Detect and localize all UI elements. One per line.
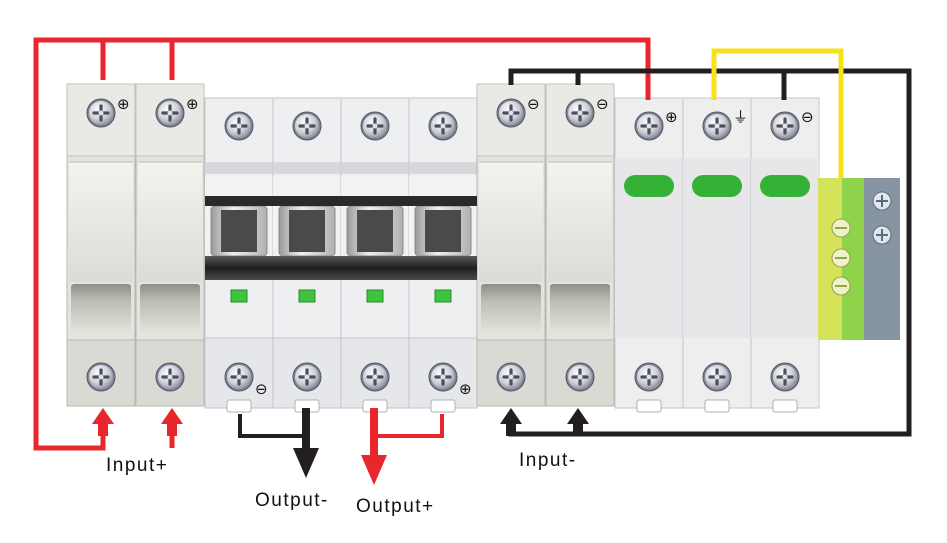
spd-status-indicator <box>624 175 674 197</box>
ground-wire <box>711 48 844 178</box>
wires <box>33 37 912 451</box>
module-breaker-1 <box>204 97 274 413</box>
output-minus-arrow <box>293 408 319 478</box>
top-terminal-screw-icon <box>565 98 595 128</box>
module-spd-neg <box>750 97 820 413</box>
module-spd-ground <box>682 97 752 413</box>
fuse-handle <box>550 284 610 332</box>
ground-terminal-block <box>818 178 900 340</box>
module-fuse-neg-1 <box>476 83 546 407</box>
din-clip <box>430 399 456 413</box>
input-minus-arrow-2 <box>567 408 589 436</box>
din-clip <box>226 399 252 413</box>
device-rail <box>66 83 900 413</box>
terminal-block-screw-icon <box>831 248 851 268</box>
module-breaker-4 <box>408 97 478 413</box>
bottom-terminal-screw-icon <box>496 362 526 392</box>
input-minus-label: Input- <box>519 450 577 471</box>
top-terminal-screw-icon <box>292 111 322 141</box>
terminal-block-screw-icon <box>831 276 851 296</box>
arrows <box>92 408 589 485</box>
breaker-top-bar <box>205 196 477 206</box>
top-terminal-screw-icon <box>428 111 458 141</box>
input-plus-arrow-1 <box>92 408 114 436</box>
status-window <box>366 289 384 303</box>
module-breaker-3 <box>340 97 410 413</box>
top-terminal-screw-icon <box>86 98 116 128</box>
terminal-mark-ground-icon: ⏚ <box>733 108 748 126</box>
bottom-terminal-screw-icon <box>565 362 595 392</box>
status-window <box>298 289 316 303</box>
terminal-mark-negative-icon: ⊖ <box>527 95 540 113</box>
terminal-block-screw-icon <box>872 225 892 245</box>
bottom-terminal-screw-icon <box>155 362 185 392</box>
bottom-terminal-screw-icon <box>292 362 322 392</box>
terminal-mark-positive-icon: ⊕ <box>665 108 678 126</box>
terminal-marks: ⊕ ⊕ ⊖ ⊕ ⊖ ⊖ ⊕ ⏚ ⊖ <box>117 95 814 398</box>
terminal-mark-negative-icon: ⊖ <box>255 380 268 398</box>
terminal-block-screw-icon <box>831 218 851 238</box>
terminal-block-screw-icon <box>872 191 892 211</box>
terminal-mark-negative-icon: ⊖ <box>801 108 814 126</box>
terminal-mark-positive-icon: ⊕ <box>117 95 130 113</box>
positive-input-wire <box>33 37 651 451</box>
module-breaker-2 <box>272 97 342 413</box>
fuse-cover <box>479 162 543 282</box>
fuse-handle <box>140 284 200 332</box>
output-plus-label: Output+ <box>356 496 435 517</box>
spd-status-indicator <box>692 175 742 197</box>
module-spd-pos <box>614 97 684 413</box>
top-terminal-screw-icon <box>634 111 664 141</box>
top-terminal-screw-icon <box>770 111 800 141</box>
negative-input-wire <box>508 68 912 437</box>
input-minus-arrow-1 <box>500 408 522 436</box>
top-terminal-screw-icon <box>702 111 732 141</box>
status-window <box>434 289 452 303</box>
breaker-bus-bar <box>205 256 477 280</box>
terminal-mark-negative-icon: ⊖ <box>596 95 609 113</box>
fuse-cover <box>548 162 612 282</box>
bottom-terminal-screw-icon <box>86 362 116 392</box>
status-window <box>230 289 248 303</box>
fuse-cover <box>69 162 133 282</box>
input-plus-arrow-2 <box>161 408 183 436</box>
fuse-cover <box>138 162 202 282</box>
spd-status-indicator <box>760 175 810 197</box>
output-minus-label: Output- <box>255 490 329 511</box>
din-clip <box>704 399 730 413</box>
din-clip <box>636 399 662 413</box>
input-plus-label: Input+ <box>106 455 169 476</box>
module-fuse-neg-2 <box>545 83 615 407</box>
top-terminal-screw-icon <box>360 111 390 141</box>
fuse-handle <box>71 284 131 332</box>
top-terminal-screw-icon <box>496 98 526 128</box>
terminal-mark-positive-icon: ⊕ <box>186 95 199 113</box>
bottom-terminal-screw-icon <box>224 362 254 392</box>
module-fuse-pos-2 <box>135 83 205 407</box>
bottom-terminal-screw-icon <box>634 362 664 392</box>
module-fuse-pos-1 <box>66 83 136 407</box>
bottom-terminal-screw-icon <box>360 362 390 392</box>
fuse-handle <box>481 284 541 332</box>
terminal-block-green <box>842 178 864 340</box>
din-clip <box>772 399 798 413</box>
bottom-terminal-screw-icon <box>702 362 732 392</box>
top-terminal-screw-icon <box>155 98 185 128</box>
bottom-terminal-screw-icon <box>428 362 458 392</box>
top-terminal-screw-icon <box>224 111 254 141</box>
bottom-terminal-screw-icon <box>770 362 800 392</box>
terminal-mark-positive-icon: ⊕ <box>459 380 472 398</box>
output-plus-arrow <box>361 408 387 485</box>
